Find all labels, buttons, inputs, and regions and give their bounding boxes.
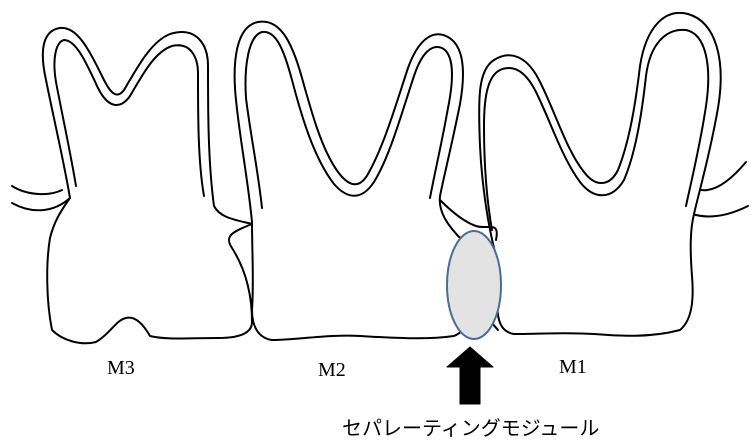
separating-module xyxy=(447,231,501,339)
tooth-m2 xyxy=(235,22,471,340)
tooth-m3 xyxy=(43,28,252,343)
up-arrow-icon xyxy=(447,347,493,404)
tooth-m1 xyxy=(479,13,721,336)
gum-line-left xyxy=(12,186,70,210)
label-m1: M1 xyxy=(559,356,587,378)
label-m3: M3 xyxy=(107,357,135,379)
caption-separating-module: セパレーティングモジュール xyxy=(342,416,599,440)
label-m2: M2 xyxy=(318,359,346,381)
